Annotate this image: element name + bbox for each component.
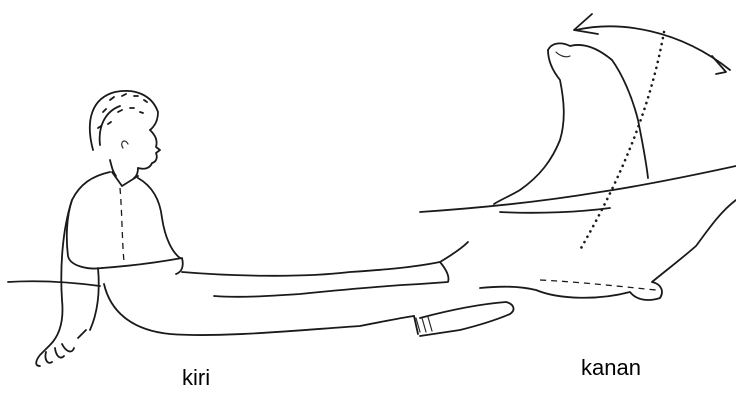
raised-leg-lower [214, 262, 448, 297]
sock-ridges [416, 317, 432, 332]
leg-line-2 [500, 208, 610, 213]
floor-line [8, 281, 100, 286]
rotation-arc [576, 26, 730, 70]
upper-leg [182, 242, 468, 276]
seated-figure [8, 91, 513, 366]
right-arm [78, 268, 99, 338]
foot-inner [494, 50, 564, 204]
waist [102, 258, 183, 274]
face [138, 130, 160, 169]
hidden-line [540, 280, 656, 290]
foot-detail [420, 14, 736, 300]
label-right: kanan [581, 357, 641, 379]
rotation-axis [580, 32, 664, 250]
label-left: kiri [182, 367, 210, 389]
arrowhead-left [574, 14, 598, 34]
lower-leg [104, 284, 414, 335]
ear [122, 141, 128, 148]
torso [67, 172, 180, 269]
leg-top-line [420, 166, 736, 212]
collar [110, 160, 138, 186]
torso-seam [120, 188, 124, 262]
toe-detail [556, 52, 570, 57]
